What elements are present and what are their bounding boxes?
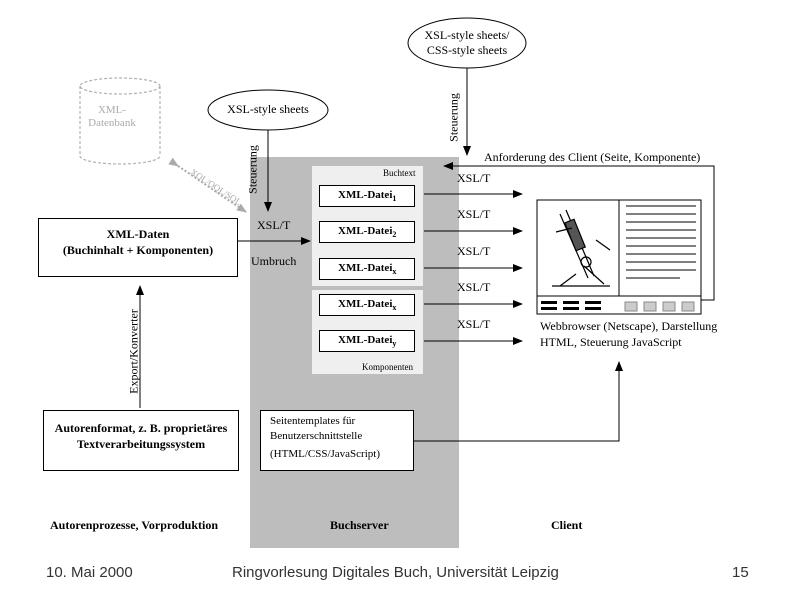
umbruch-label: Umbruch: [251, 254, 297, 268]
request-line: [443, 162, 715, 301]
section-label-middle: Buchserver: [330, 518, 389, 532]
arrow-label-1: XSL/T: [457, 171, 491, 185]
browser-label: Webbrowser (Netscape), Darstellung HTML,…: [540, 319, 718, 349]
xml-file-box-3: XML-Dateix: [319, 258, 415, 280]
xslt-label: XSL/T: [257, 218, 291, 232]
xsl-css-stylesheets-label: XSL-style sheets/ CSS-style sheets: [424, 28, 510, 57]
buchtext-label: Buchtext: [383, 168, 416, 178]
footer-title: Ringvorlesung Digitales Buch, Universitä…: [232, 564, 559, 581]
templates-arrow: [414, 361, 623, 442]
arrow-label-4: XSL/T: [457, 280, 491, 294]
xsl-stylesheets-label: XSL-style sheets: [227, 102, 309, 116]
xml-file-box-4: XML-Dateix: [319, 294, 415, 316]
machine-illustration: [552, 209, 611, 287]
xml-daten-box: XML-Daten (Buchinhalt + Komponenten): [38, 218, 238, 277]
steuerung-label-left: Steuerung: [245, 145, 260, 194]
database-cylinder: [79, 77, 161, 165]
steuerung-label-top: Steuerung: [446, 93, 461, 142]
xml-file-box-2: XML-Datei2: [319, 221, 415, 243]
export-label: Export/Konverter: [126, 309, 141, 394]
db-link-arrow: [168, 157, 247, 213]
arrow-label-3: XSL/T: [457, 244, 491, 258]
xml-daten-subtitle: (Buchinhalt + Komponenten): [62, 243, 214, 257]
browser-window: [536, 199, 702, 315]
xml-daten-title: XML-Daten: [106, 227, 170, 241]
file-arrows: [424, 190, 523, 345]
database-label: XML- Datenbank: [88, 104, 136, 129]
request-label: Anforderung des Client (Seite, Komponent…: [484, 150, 701, 164]
section-label-right: Client: [551, 518, 583, 532]
section-label-left: Autorenprozesse, Vorproduktion: [50, 518, 219, 532]
templates-box: Seitentemplates für Benutzerschnittstell…: [260, 410, 414, 471]
xml-file-box-5: XML-Dateiy: [319, 330, 415, 352]
footer-page-number: 15: [732, 564, 749, 581]
footer-date: 10. Mai 2000: [46, 564, 133, 581]
komponenten-label: Komponenten: [362, 362, 413, 372]
author-format-box: Autorenformat, z. B. proprietäres Textve…: [43, 410, 239, 471]
arrow-label-2: XSL/T: [457, 207, 491, 221]
xml-file-box-1: XML-Datei1: [319, 185, 415, 207]
arrow-label-5: XSL/T: [457, 317, 491, 331]
